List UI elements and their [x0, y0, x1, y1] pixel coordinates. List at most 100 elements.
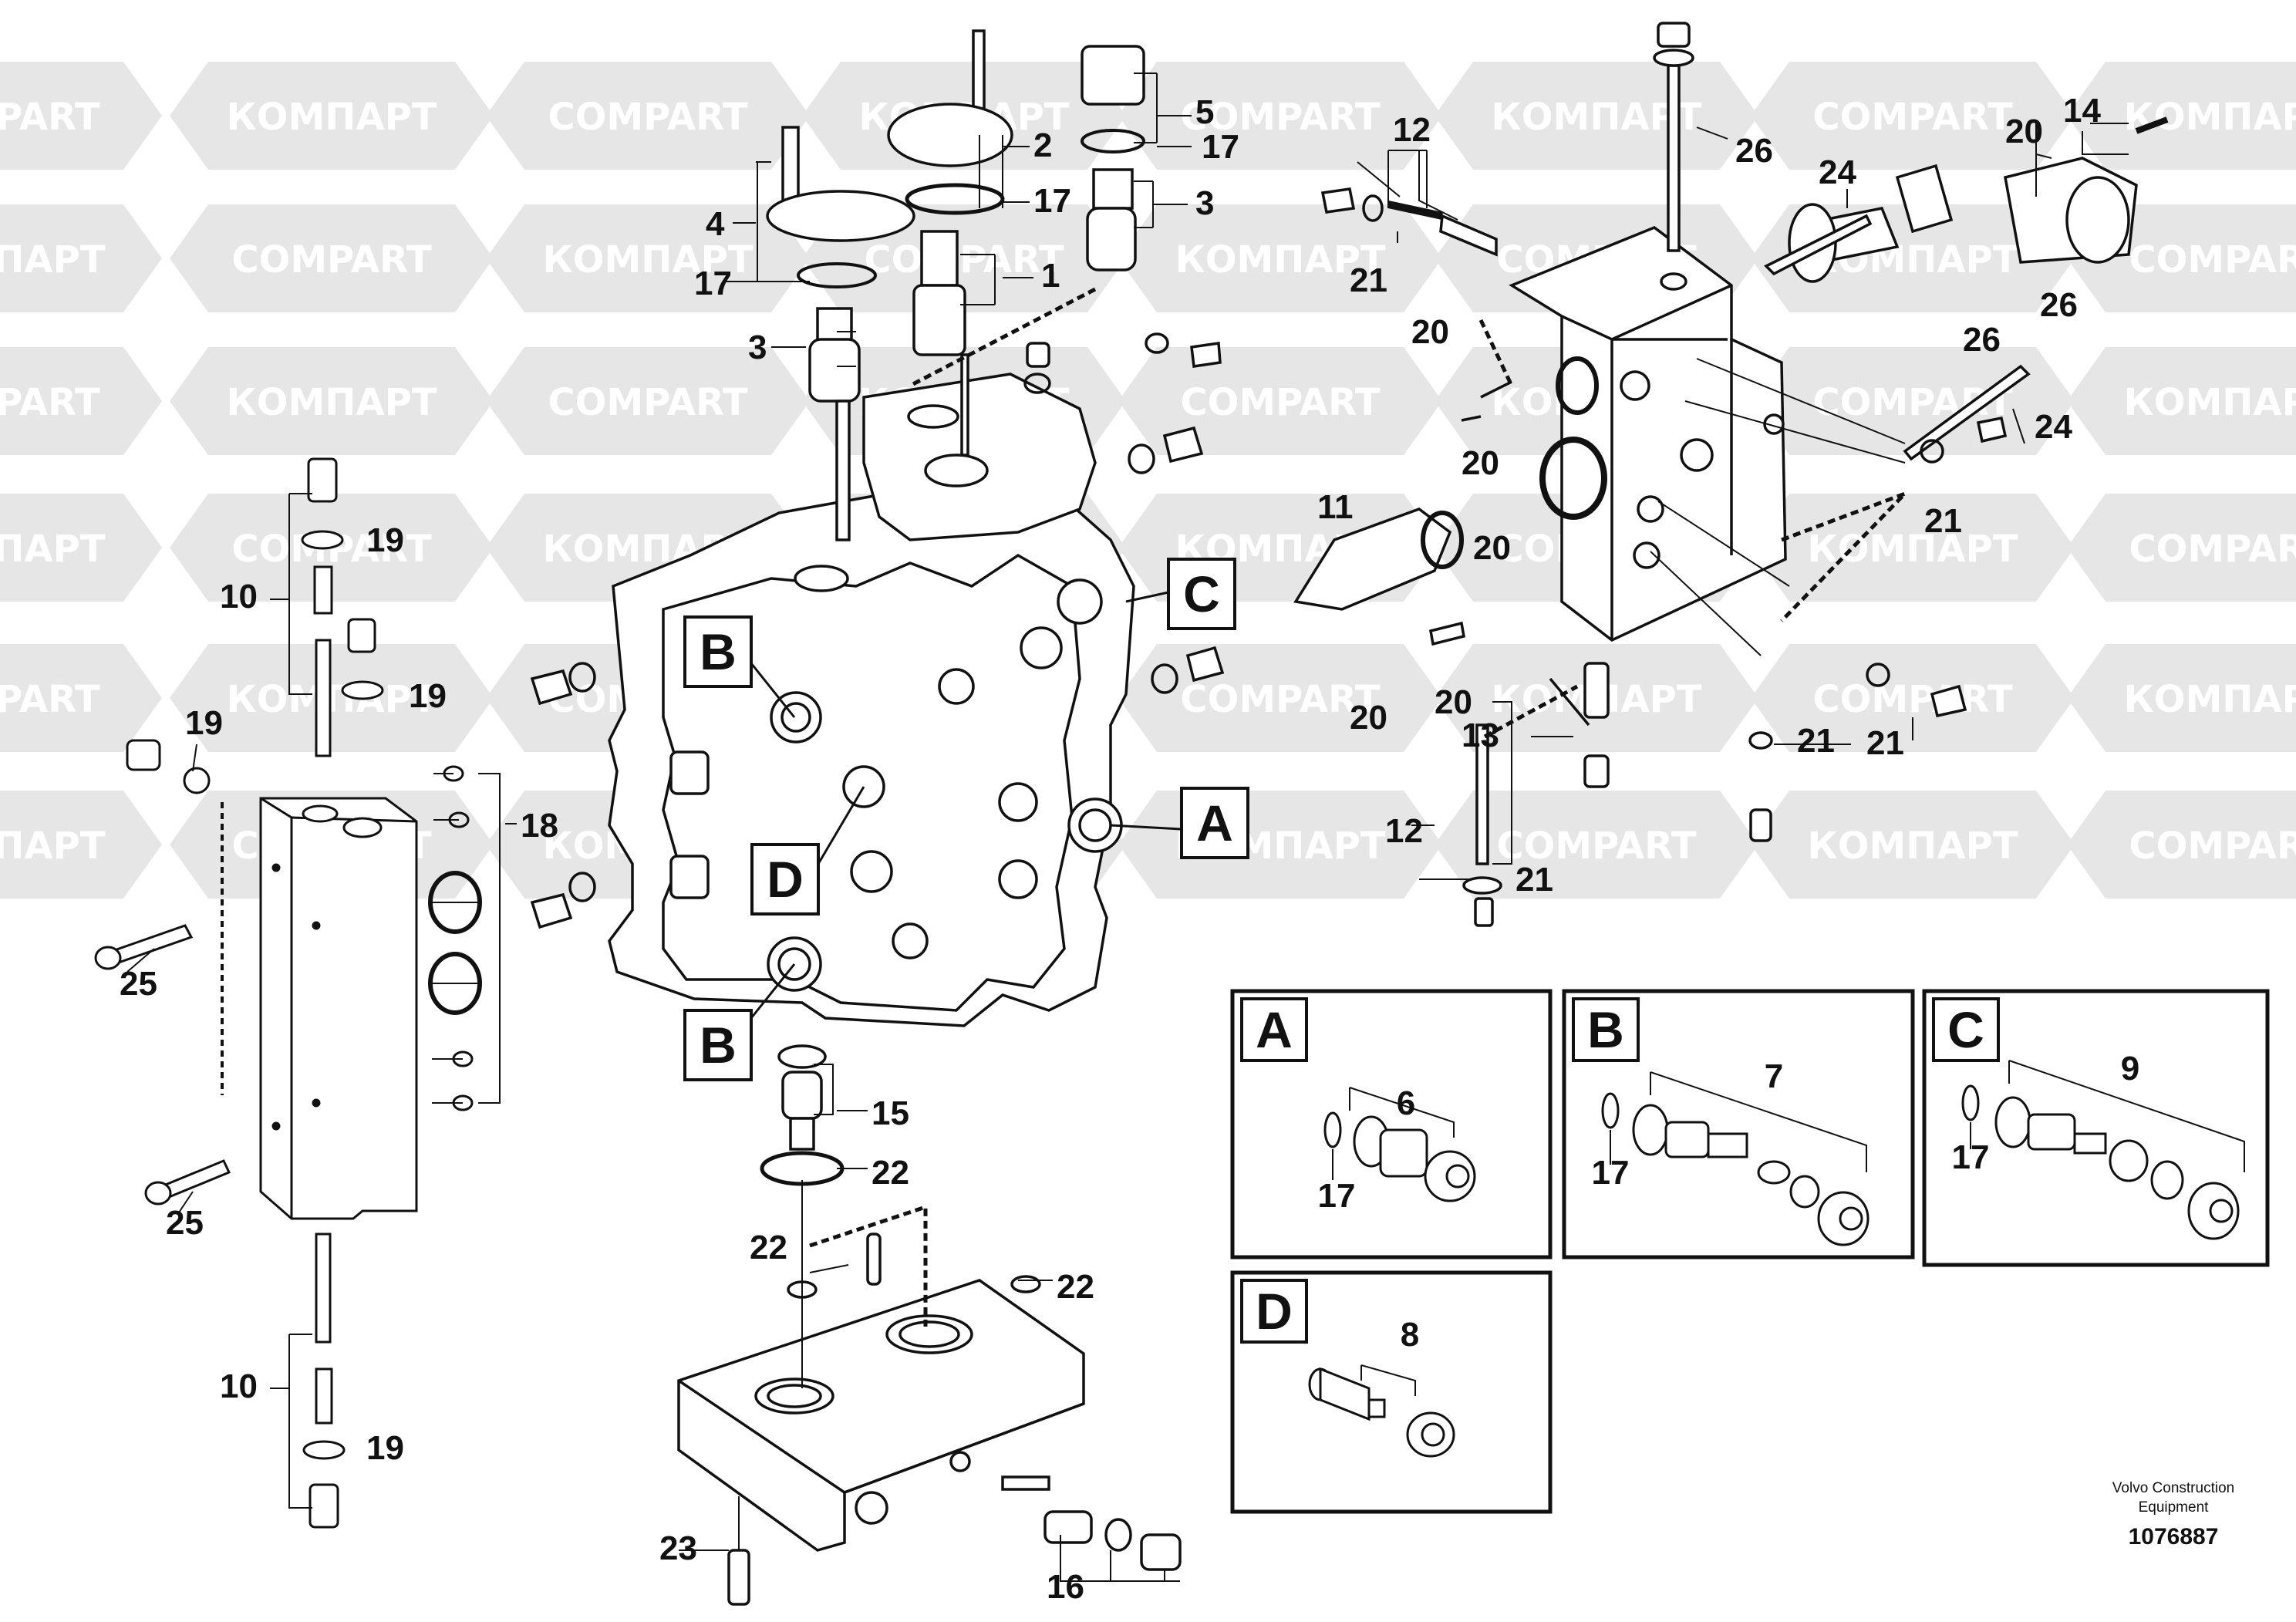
- watermark-text: COMPART: [0, 678, 100, 721]
- callout-22-b: 22: [750, 1229, 787, 1266]
- callout-1: 1: [1041, 257, 1060, 295]
- watermark-tile: КОМПАРТ: [1751, 494, 2075, 602]
- watermark-text: COMPART: [1496, 824, 1697, 868]
- callout-17-c: 17: [694, 265, 732, 302]
- watermark-tile: COMPART: [486, 62, 810, 170]
- callout-24-b: 24: [2035, 408, 2072, 446]
- watermark-text: COMPART: [1812, 678, 2013, 721]
- view-letter-a: A: [1110, 787, 1249, 859]
- watermark-tile: КОМПАРТ: [1751, 791, 2075, 899]
- watermark-text: COMPART: [548, 381, 748, 424]
- watermark-tile: COMPART: [2067, 791, 2296, 899]
- watermark-tile: КОМПАРТ: [486, 204, 810, 312]
- watermark-text: КОМПАРТ: [1175, 238, 1385, 282]
- watermark-tile: КОМПАРТ: [0, 791, 162, 899]
- watermark-text: COMPART: [231, 238, 432, 282]
- callout-22-c: 22: [1057, 1268, 1094, 1306]
- callout-21-e: 21: [1797, 722, 1835, 760]
- svg-text:6: 6: [1397, 1084, 1415, 1122]
- callout-20-d: 20: [1350, 699, 1387, 737]
- callout-21-b: 21: [1515, 861, 1553, 899]
- watermark-tile: КОМПАРТ: [2067, 347, 2296, 455]
- view-letter-b-upper: B: [683, 615, 796, 718]
- callout-20-a: 20: [1411, 313, 1449, 351]
- watermark-text: КОМПАРТ: [226, 678, 437, 721]
- callout-15: 15: [872, 1094, 909, 1132]
- svg-text:8: 8: [1401, 1316, 1419, 1354]
- watermark-text: КОМПАРТ: [0, 824, 106, 868]
- lower-plate: [677, 1044, 1182, 1606]
- view-letter-d: D: [750, 786, 865, 916]
- callout-20-c: 20: [1473, 529, 1511, 567]
- right-valve-block: [1293, 22, 2169, 927]
- svg-text:1076887: 1076887: [2129, 1524, 2219, 1549]
- watermark-text: КОМПАРТ: [542, 238, 753, 282]
- svg-text:B: B: [700, 623, 737, 680]
- watermark-tile: COMPART: [1118, 644, 1442, 752]
- detail-box-b: B 7 17: [1562, 989, 1915, 1259]
- watermark-tile: COMPART: [1751, 62, 2075, 170]
- callout-21-d: 21: [1866, 724, 1904, 762]
- callout-20-b: 20: [1462, 444, 1499, 482]
- callout-19-d: 19: [366, 1429, 404, 1467]
- watermark-text: КОМПАРТ: [1807, 528, 2018, 571]
- callout-24-a: 24: [1819, 153, 1856, 191]
- watermark-text: КОМПАРТ: [1491, 96, 1701, 139]
- watermark-text: COMPART: [1180, 381, 1381, 424]
- watermark-text: COMPART: [548, 96, 748, 139]
- watermark-text: COMPART: [864, 238, 1064, 282]
- svg-text:17: 17: [1318, 1177, 1356, 1215]
- callout-16: 16: [1047, 1568, 1084, 1606]
- watermark-tile: COMPART: [0, 347, 162, 455]
- left-valve-block: [94, 457, 501, 1529]
- watermark-text: COMPART: [1180, 96, 1381, 139]
- callout-25-b: 25: [166, 1204, 204, 1242]
- callout-26-a: 26: [1735, 132, 1773, 170]
- watermark-text: КОМПАРТ: [2123, 381, 2296, 424]
- callout-2: 2: [1033, 126, 1052, 164]
- callout-3-upper: 3: [1195, 184, 1214, 222]
- callout-12-lower: 12: [1385, 812, 1423, 850]
- watermark-text: COMPART: [1812, 96, 2013, 139]
- svg-text:C: C: [1183, 565, 1220, 622]
- callout-18: 18: [521, 807, 558, 845]
- svg-text:Volvo Construction: Volvo Construction: [2112, 1480, 2234, 1496]
- callout-14: 14: [2063, 92, 2101, 130]
- watermark-tile: COMPART: [0, 644, 162, 752]
- callout-3-left: 3: [748, 329, 767, 366]
- svg-text:7: 7: [1765, 1057, 1783, 1095]
- callout-21-a: 21: [1350, 261, 1387, 299]
- callout-21-c: 21: [1924, 502, 1962, 540]
- watermark-text: COMPART: [2129, 238, 2296, 282]
- callout-13: 13: [1462, 717, 1499, 754]
- watermark-text: КОМПАРТ: [226, 381, 437, 424]
- svg-text:A: A: [1256, 1001, 1293, 1058]
- callout-4: 4: [706, 205, 725, 243]
- svg-text:B: B: [700, 1017, 737, 1074]
- callout-23: 23: [659, 1529, 697, 1567]
- callout-leaders: [126, 115, 2129, 1551]
- watermark-text: КОМПАРТ: [2123, 96, 2296, 139]
- callout-12-upper: 12: [1393, 111, 1431, 149]
- watermark-layer: COMPARTКОМПАРТCOMPARTКОМПАРТCOMPARTКОМПА…: [0, 62, 2296, 899]
- callout-26-c: 26: [2040, 286, 2078, 324]
- watermark-text: КОМПАРТ: [226, 96, 437, 139]
- callout-10-upper: 10: [220, 578, 258, 615]
- svg-text:A: A: [1196, 794, 1233, 851]
- watermark-tile: КОМПАРТ: [1435, 62, 1758, 170]
- view-letter-b-lower: B: [683, 963, 796, 1081]
- watermark-tile: КОМПАРТ: [0, 494, 162, 602]
- watermark-tile: КОМПАРТ: [1118, 204, 1442, 312]
- watermark-text: КОМПАРТ: [0, 238, 106, 282]
- callout-22-a: 22: [872, 1154, 909, 1192]
- callout-20-e: 20: [1435, 683, 1472, 721]
- watermark-tile: КОМПАРТ: [170, 62, 494, 170]
- svg-text:9: 9: [2121, 1050, 2139, 1088]
- watermark-tile: КОМПАРТ: [170, 644, 494, 752]
- watermark-tile: COMPART: [1435, 791, 1758, 899]
- callout-25-a: 25: [120, 965, 157, 1003]
- svg-text:D: D: [767, 851, 804, 908]
- watermark-text: COMPART: [0, 96, 100, 139]
- watermark-tile: КОМПАРТ: [2067, 644, 2296, 752]
